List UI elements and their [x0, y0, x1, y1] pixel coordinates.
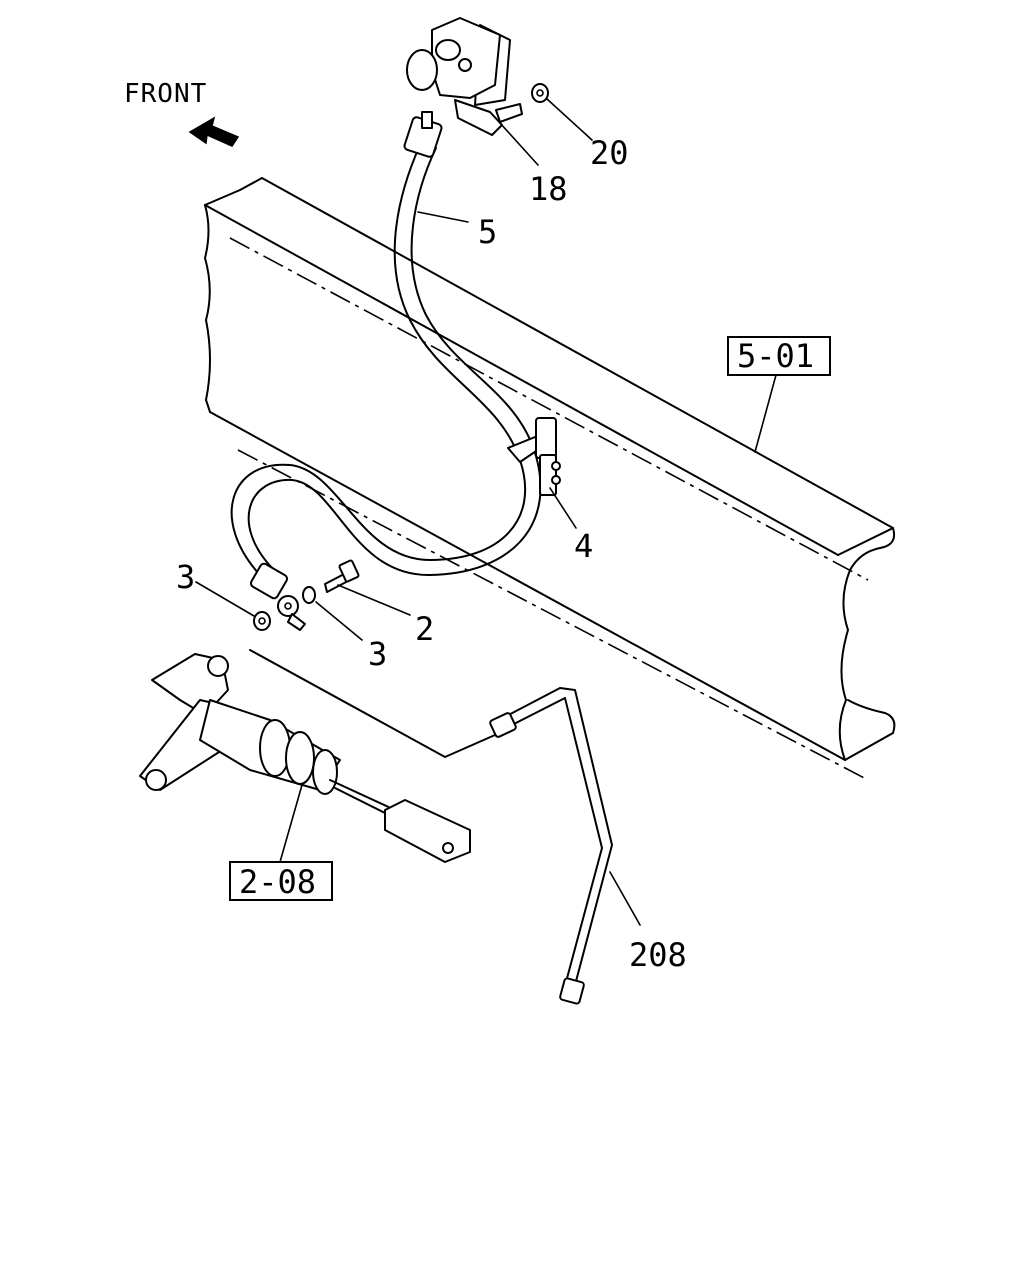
callout-5-01: 5-01: [737, 337, 814, 375]
callout-3-right: 3: [368, 635, 387, 673]
callout-3-left: 3: [176, 558, 195, 596]
pipe-208: [249, 649, 613, 1005]
washer-3-left: [253, 611, 271, 631]
callouts: 20 18 5 5-01 4 3 2 3 208 2-08: [176, 134, 831, 974]
callout-18: 18: [529, 170, 568, 208]
leader-lines: [195, 98, 777, 926]
hose-nipple: [421, 111, 433, 129]
bracket-18: [454, 99, 503, 136]
hose-fitting-lower: [249, 562, 289, 600]
reservoir-assembly: [406, 17, 549, 136]
clevis: [384, 799, 471, 863]
callout-2: 2: [415, 610, 434, 648]
callout-20: 20: [590, 134, 629, 172]
front-label: FRONT: [124, 79, 207, 109]
callout-208: 208: [629, 936, 687, 974]
arrow-left-icon: [188, 116, 240, 147]
frame-rail: [204, 177, 896, 781]
slave-cylinder: [139, 653, 471, 863]
hose: [230, 111, 542, 600]
callout-4: 4: [574, 527, 593, 565]
washer-3-right: [302, 586, 316, 604]
nut-20: [531, 83, 549, 103]
hose-clip: [507, 417, 561, 496]
callout-2-08: 2-08: [239, 863, 316, 901]
front-indicator: FRONT: [124, 79, 240, 147]
banjo-fitting: [253, 559, 360, 631]
callout-box-2-08: [229, 861, 333, 901]
callout-5: 5: [478, 213, 497, 251]
bolt-18: [495, 103, 523, 123]
callout-box-5-01: [727, 336, 831, 376]
